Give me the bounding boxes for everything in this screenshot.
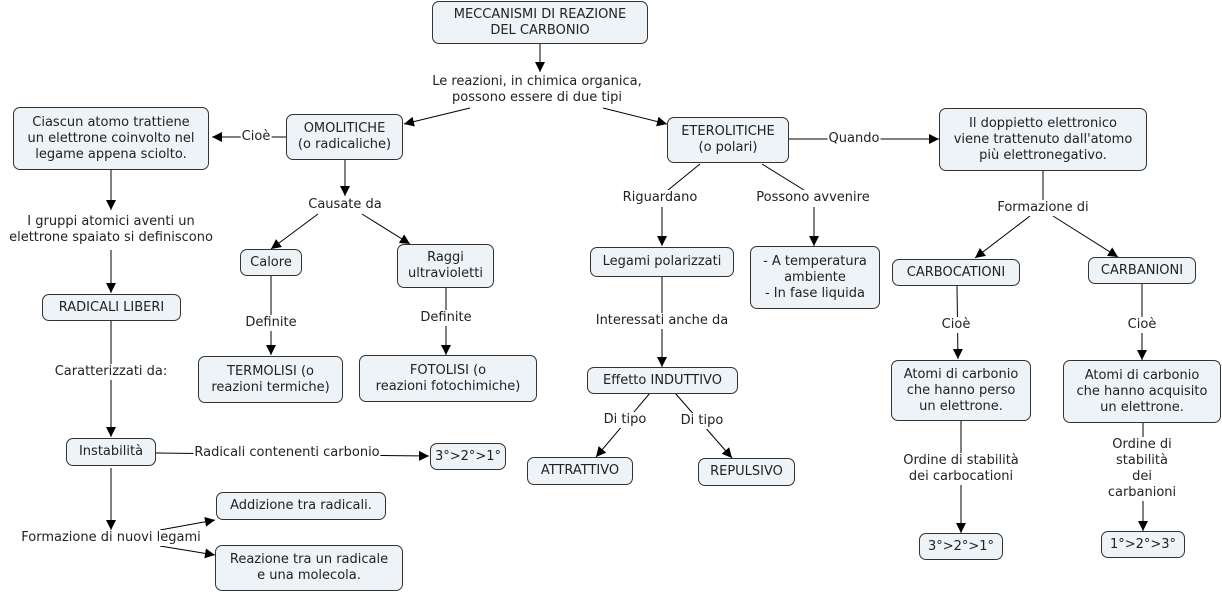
node-radicali-order[interactable]: 3°>2°>1° (430, 443, 506, 470)
label-riguardano: Riguardano (621, 190, 699, 206)
link-formazione-carbanioni (1052, 215, 1119, 258)
label-caratterizzati: Caratterizzati da: (53, 364, 169, 380)
label-gruppi-atomici: I gruppi atomici aventi un elettrone spa… (8, 214, 214, 246)
label-cioe-carbocationi: Cioè (940, 317, 972, 333)
node-carbocation-order[interactable]: 3°>2°>1° (919, 533, 1003, 560)
link-causate-raggi (361, 213, 411, 245)
node-omolitiche[interactable]: OMOLITICHE (o radicaliche) (286, 114, 403, 160)
label-formazione-di: Formazione di (996, 200, 1090, 216)
label-di-tipo-2: Di tipo (679, 413, 725, 429)
label-quando: Quando (827, 131, 881, 147)
node-fotolisi[interactable]: FOTOLISI (o reazioni fotochimiche) (359, 355, 537, 402)
label-definite-2: Definite (419, 310, 473, 326)
node-instabilita[interactable]: Instabilità (66, 438, 156, 466)
label-radicali-contenenti: Radicali contenenti carbonio (193, 445, 381, 461)
link-eterolitiche-possono (761, 163, 813, 196)
label-cioe-left: Cioè (240, 129, 272, 145)
link-formazione-carbocationi (974, 215, 1031, 259)
node-calore[interactable]: Calore (240, 249, 302, 276)
label-possono-avvenire: Possono avvenire (755, 190, 871, 206)
node-root[interactable]: MECCANISMI DI REAZIONE DEL CARBONIO (432, 1, 648, 44)
node-repulsivo[interactable]: REPULSIVO (698, 458, 795, 486)
node-ciascun[interactable]: Ciascun atomo trattiene un elettrone coi… (13, 107, 209, 170)
label-interessati: Interessati anche da (594, 313, 730, 329)
node-carbocationi[interactable]: CARBOCATIONI (892, 259, 1020, 286)
node-atomi-acquisito[interactable]: Atomi di carbonio che hanno acquisito un… (1063, 360, 1221, 423)
node-doppietto[interactable]: Il doppietto elettronico viene trattenut… (939, 108, 1147, 171)
label-formazione-legami: Formazione di nuovi legami (20, 530, 202, 546)
label-causate-da: Causate da (307, 197, 383, 213)
node-termolisi[interactable]: TERMOLISI (o reazioni termiche) (198, 356, 343, 403)
link-eterolitiche-riguardano (661, 163, 701, 196)
node-radicali-liberi[interactable]: RADICALI LIBERI (42, 294, 181, 321)
link-formazione-reazione (159, 545, 216, 559)
label-di-tipo-1: Di tipo (602, 412, 648, 428)
node-addizione[interactable]: Addizione tra radicali. (216, 492, 386, 520)
label-cioe-carbanioni: Cioè (1126, 317, 1158, 333)
node-effetto-induttivo[interactable]: Effetto INDUTTIVO (587, 367, 738, 394)
link-formazione-addizione (159, 516, 216, 531)
label-definite-1: Definite (244, 315, 298, 331)
label-reazioni-tipi: Le reazioni, in chimica organica, posson… (431, 74, 643, 106)
label-ordine-carbanioni: Ordine di stabilità dei carbanioni (1102, 437, 1182, 501)
node-eterolitiche[interactable]: ETEROLITICHE (o polari) (667, 117, 789, 163)
node-carbanioni[interactable]: CARBANIONI (1088, 257, 1196, 284)
label-ordine-carbocationi: Ordine di stabilità dei carbocationi (902, 453, 1020, 485)
node-condizioni[interactable]: - A temperatura ambiente - In fase liqui… (750, 246, 880, 309)
node-legami-polarizzati[interactable]: Legami polarizzati (590, 247, 734, 277)
node-atomi-perso[interactable]: Atomi di carbonio che hanno perso un ele… (891, 360, 1031, 421)
node-carbanion-order[interactable]: 1°>2°>3° (1101, 531, 1185, 558)
link-label-omolitiche (403, 107, 471, 127)
link-label-eterolitiche (602, 107, 668, 127)
link-causate-calore (270, 213, 319, 250)
node-attrattivo[interactable]: ATTRATTIVO (527, 457, 633, 485)
node-reazione[interactable]: Reazione tra un radicale e una molecola. (215, 545, 403, 591)
node-raggi[interactable]: Raggi ultravioletti (397, 244, 494, 288)
